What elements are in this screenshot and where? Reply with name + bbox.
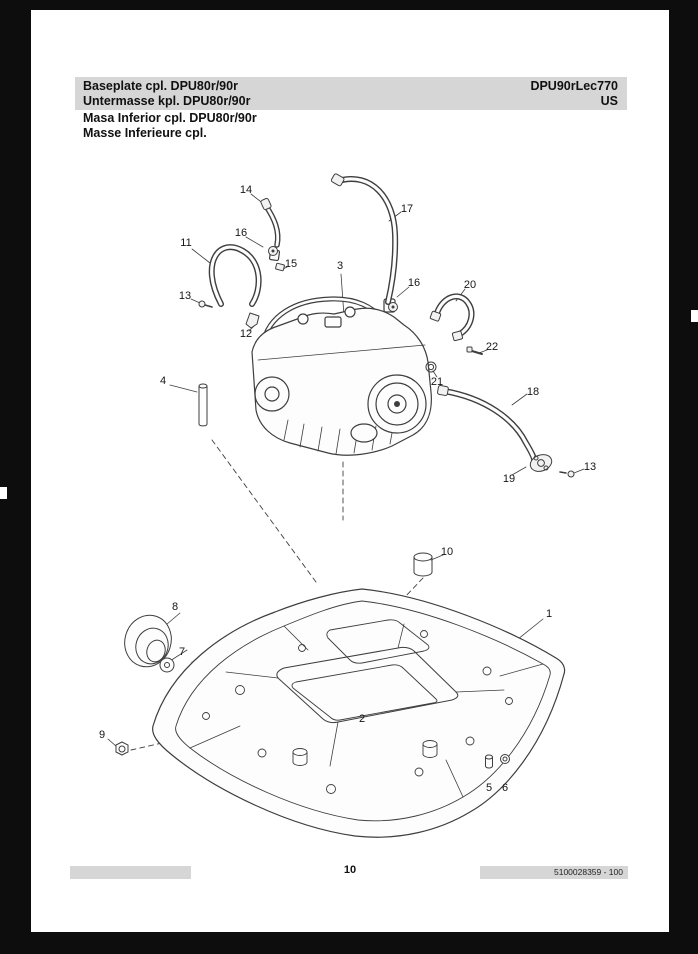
header-subtitles: Masa Inferior cpl. DPU80r/90r Masse Infe…: [83, 111, 257, 141]
footer-left-bar: [70, 866, 191, 879]
upper-mass-assembly: [251, 249, 432, 456]
page-number: 10: [343, 864, 357, 876]
header-bar: Baseplate cpl. DPU80r/90r Untermasse kpl…: [75, 77, 627, 110]
small-parts: [115, 383, 510, 769]
title-english: Baseplate cpl. DPU80r/90r: [83, 79, 238, 93]
registration-notch-right: [691, 310, 698, 322]
registration-notch-left: [0, 487, 7, 499]
baseplate-part: [152, 588, 566, 838]
header-codes: DPU90rLec770 US: [530, 79, 618, 108]
header-titles: Baseplate cpl. DPU80r/90r Untermasse kpl…: [83, 79, 250, 108]
title-german: Untermasse kpl. DPU80r/90r: [83, 93, 251, 108]
fittings: [198, 173, 575, 478]
title-french: Masse Inferieure cpl.: [83, 126, 207, 140]
market-code: US: [600, 93, 618, 108]
title-spanish: Masa Inferior cpl. DPU80r/90r: [83, 111, 257, 125]
model-code: DPU90rLec770: [530, 79, 618, 93]
document-reference: 5100028359 - 100: [480, 866, 628, 879]
